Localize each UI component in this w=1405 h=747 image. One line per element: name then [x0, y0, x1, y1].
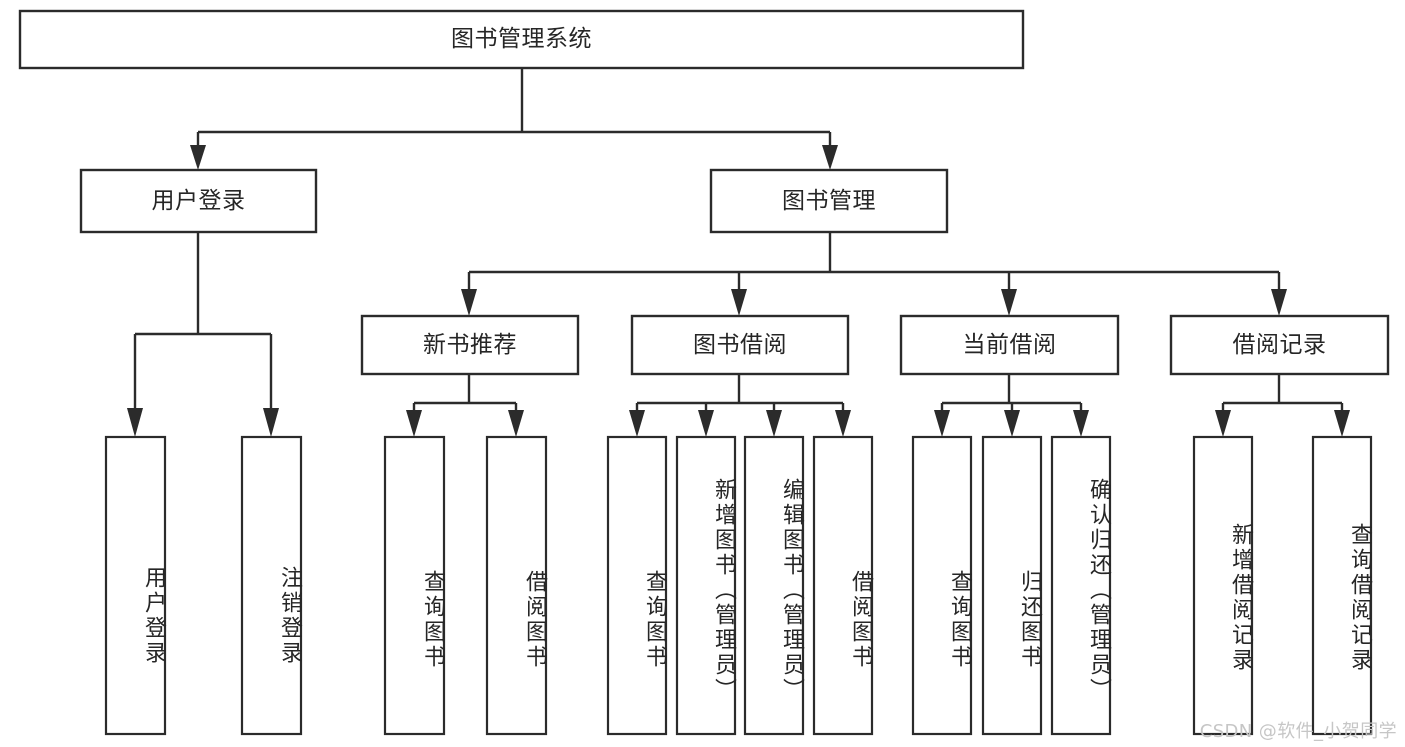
leaf-borrow-book-2-box[interactable]: [812, 435, 874, 736]
node-current-borrow-box[interactable]: [899, 314, 1120, 376]
node-borrow-record-box[interactable]: [1169, 314, 1390, 376]
connector-book-borrow-to-leaves: [629, 374, 851, 437]
leaf-query-book-1-box[interactable]: [383, 435, 446, 736]
node-book-borrow-box[interactable]: [630, 314, 850, 376]
leaf-query-book-2-box[interactable]: [606, 435, 668, 736]
connector-new-book-recommend-to-leaves: [406, 374, 524, 437]
leaf-logout-login-box[interactable]: [240, 435, 303, 736]
leaf-query-book-3-box[interactable]: [911, 435, 973, 736]
leaf-confirm-return-box[interactable]: [1050, 435, 1112, 736]
node-user-login-box[interactable]: [79, 168, 318, 234]
node-book-management-box[interactable]: [709, 168, 949, 234]
leaf-query-record-box[interactable]: [1311, 435, 1373, 736]
leaf-borrow-book-1-box[interactable]: [485, 435, 548, 736]
connector-book-management-to-level3: [461, 232, 1287, 316]
leaf-user-login-box[interactable]: [104, 435, 167, 736]
leaf-add-record-box[interactable]: [1192, 435, 1254, 736]
connector-borrow-record-to-leaves: [1215, 374, 1350, 437]
leaf-add-book-box[interactable]: [675, 435, 737, 736]
node-new-book-recommend-box[interactable]: [360, 314, 580, 376]
connector-current-borrow-to-leaves: [934, 374, 1089, 437]
connector-user-login-to-leaves: [127, 232, 279, 437]
leaf-return-book-box[interactable]: [981, 435, 1043, 736]
node-root-box[interactable]: [18, 9, 1025, 70]
connector-root-to-level2: [190, 68, 838, 170]
leaf-edit-book-box[interactable]: [743, 435, 805, 736]
